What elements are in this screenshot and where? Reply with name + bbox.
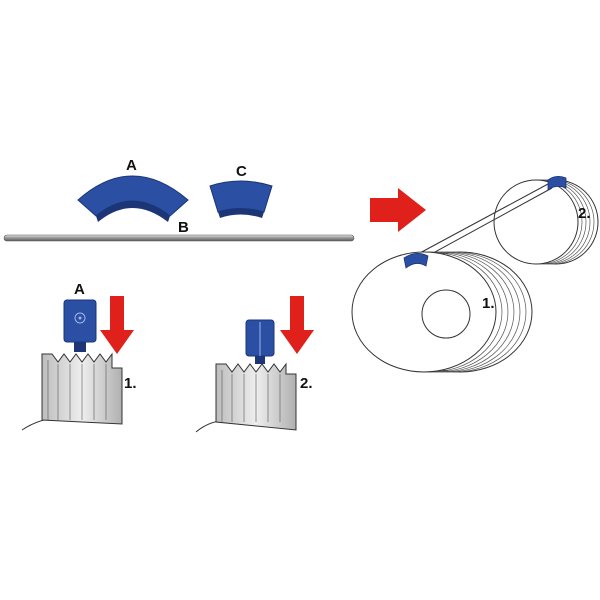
pulley-1 <box>351 251 533 373</box>
step-1-groove-section <box>21 352 123 431</box>
pulley-1-clip <box>403 253 429 269</box>
pulley-1-label: 1. <box>482 295 495 312</box>
arrow-right-red-icon <box>370 188 426 232</box>
belt <box>417 183 553 259</box>
part-b-rod <box>3 234 355 242</box>
step-1-label: 1. <box>124 375 137 392</box>
part-a-arc-segment <box>77 175 189 222</box>
part-c-label: C <box>236 163 247 180</box>
step-2-groove-section <box>195 362 297 433</box>
part-c-block <box>209 180 273 218</box>
pulley-2-label: 2. <box>578 205 591 222</box>
arrow-down-red-icon <box>280 296 314 354</box>
arrow-down-red-icon <box>100 296 134 354</box>
step-1-part-a-block <box>63 299 97 352</box>
part-b-label: B <box>178 219 189 236</box>
pulley-2-clip <box>547 176 567 191</box>
step-1-part-label: A <box>74 281 85 298</box>
step-2-part-block <box>245 319 275 364</box>
step-2-label: 2. <box>300 375 313 392</box>
part-a-label: A <box>126 157 137 174</box>
pulley-2 <box>493 179 599 265</box>
